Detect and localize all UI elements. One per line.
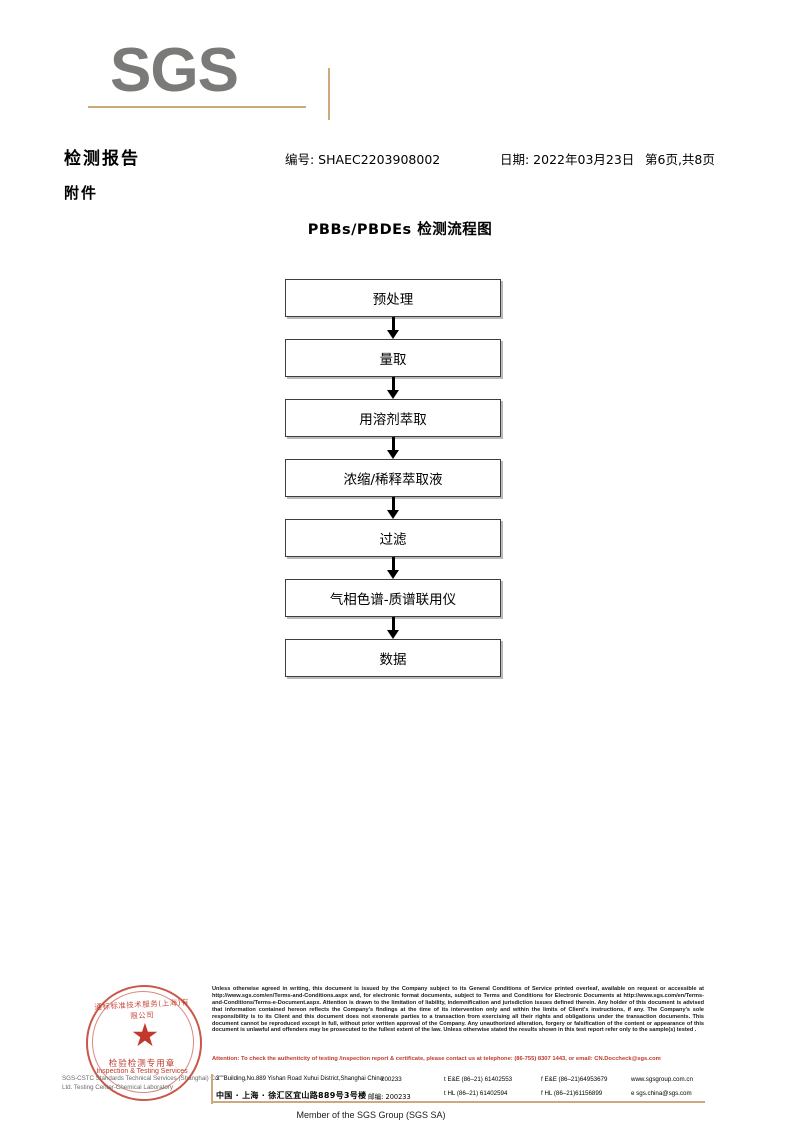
report-date: 日期: 2022年03月23日	[500, 152, 635, 167]
fax-hl-1: f HL (86–21)61156899	[541, 1090, 603, 1097]
address-cn: 中国 · 上海 · 徐汇区宜山路889号3号楼	[216, 1091, 367, 1100]
flowchart-title: PBBs/PBDEs 检测流程图	[307, 222, 493, 238]
member-notice: Member of the SGS Group (SGS SA)	[296, 1110, 446, 1120]
report-number: 编号: SHAEC2203908002	[285, 152, 441, 167]
website-link[interactable]: www.sgsgroup.com.cn	[631, 1076, 693, 1083]
seal-en-text: Inspection & Testing Services	[96, 1068, 188, 1075]
flow-node: 气相色谱-质谱联用仪	[285, 579, 501, 617]
address-row-en: 3""Building,No.889 Yishan Road Xuhui Dis…	[216, 1075, 706, 1089]
sgs-logo: SGS	[88, 36, 330, 120]
tel-hl-1: t HL (86–21) 61402594	[444, 1090, 508, 1097]
footer-horizontal-rule	[211, 1101, 705, 1103]
star-icon: ★	[130, 1017, 160, 1053]
flow-node: 预处理	[285, 279, 501, 317]
page-title: 检测报告	[64, 149, 140, 169]
postcode-cn: 邮编: 200233	[368, 1093, 411, 1101]
report-header: 检测报告 附件 编号: SHAEC2203908002 日期: 2022年03月…	[0, 140, 800, 210]
postcode-en: 200233	[381, 1076, 402, 1083]
flow-node: 数据	[285, 639, 501, 677]
sgs-logo-text: SGS	[110, 36, 239, 105]
flow-arrow-down-icon	[285, 557, 501, 579]
flow-node: 量取	[285, 339, 501, 377]
logo-tick-mark	[328, 68, 330, 120]
flow-arrow-down-icon	[285, 437, 501, 459]
legal-text: Unless otherwise agreed in writing, this…	[212, 986, 704, 1034]
flow-arrow-down-icon	[285, 377, 501, 399]
flowchart: 预处理 量取 用溶剂萃取 浓缩/稀释萃取液 过滤 气相色谱-质谱联用仪 数据	[285, 279, 505, 677]
legal-disclaimer: Unless otherwise agreed in writing, this…	[212, 986, 704, 1034]
email-link[interactable]: e sgs.china@sgs.com	[631, 1090, 692, 1097]
footer-vertical-rule	[211, 1074, 213, 1104]
attention-notice: Attention: To check the authenticity of …	[212, 1056, 661, 1062]
company-legal-name: SGS-CSTC Standards Technical Services (S…	[62, 1075, 221, 1091]
tel-ee-1: t E&E (86–21) 61402553	[444, 1076, 513, 1083]
address-en: 3""Building,No.889 Yishan Road Xuhui Dis…	[216, 1076, 384, 1082]
flow-node: 浓缩/稀释萃取液	[285, 459, 501, 497]
fax-ee-1: f E&E (86–21)64953679	[541, 1076, 608, 1083]
company-seal-stamp: 通标标准技术服务(上海)有限公司 ★ 检验检测专用章 Inspection & …	[80, 979, 208, 1107]
page-subtitle: 附件	[64, 184, 99, 202]
seal-cn-text: 检验检测专用章	[108, 1059, 176, 1069]
flow-arrow-down-icon	[285, 617, 501, 639]
page-number: 第6页,共8页	[645, 152, 715, 167]
footer-address-block: 3""Building,No.889 Yishan Road Xuhui Dis…	[216, 1075, 706, 1105]
flow-node: 过滤	[285, 519, 501, 557]
flow-arrow-down-icon	[285, 317, 501, 339]
address-row-cn: 中国 · 上海 · 徐汇区宜山路889号3号楼 邮编: 200233 t HL …	[216, 1089, 706, 1103]
flow-node: 用溶剂萃取	[285, 399, 501, 437]
logo-underline	[88, 106, 306, 108]
flow-arrow-down-icon	[285, 497, 501, 519]
